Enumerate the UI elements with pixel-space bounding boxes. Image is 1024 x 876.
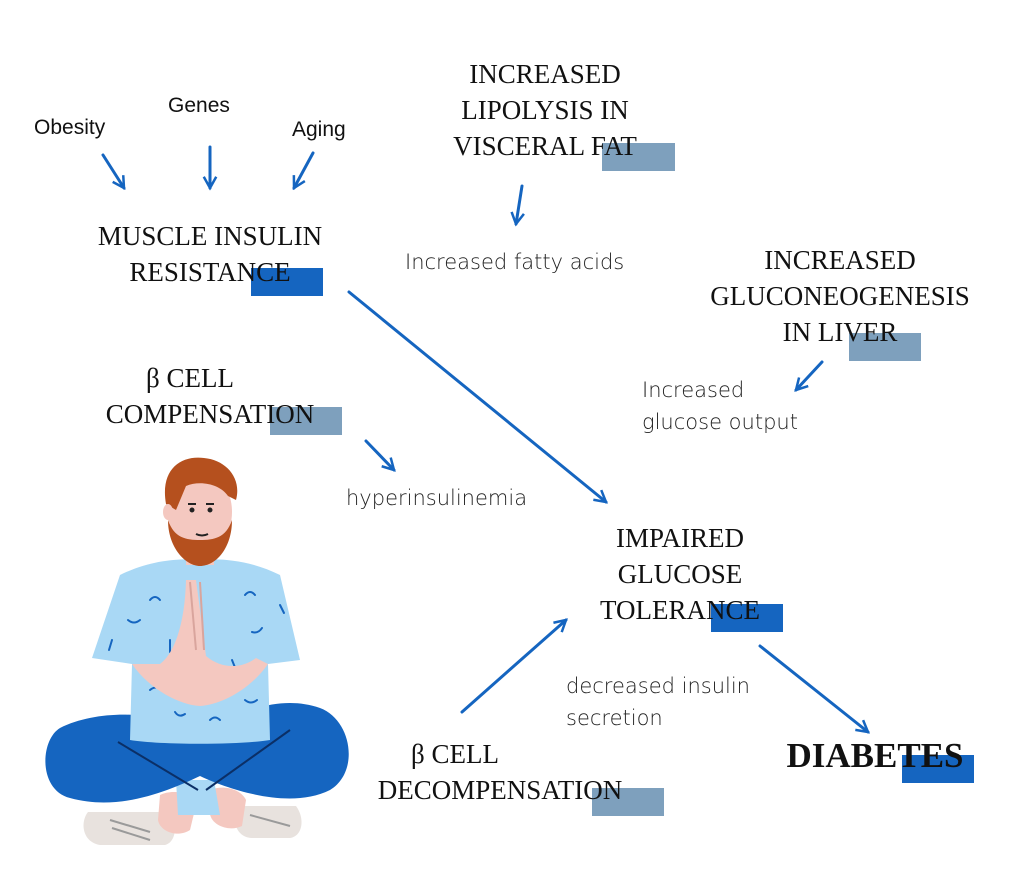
- beta-decomp-line-2: DECOMPENSATION: [377, 775, 623, 805]
- glucose-output-line-2: glucose output: [642, 410, 798, 434]
- highlight-gluconeogenesis: [849, 333, 921, 361]
- arrow-beta-comp: [364, 439, 394, 470]
- fatty-acids-note: Increased fatty acids: [405, 250, 625, 274]
- arrow-lipolysis: [516, 184, 522, 224]
- arrow-impaired-to-diabetes: [758, 644, 868, 732]
- obesity-label: Obesity: [34, 116, 106, 139]
- genes-label: Genes: [168, 94, 230, 117]
- highlight-diabetes: [902, 755, 974, 783]
- diabetes-label: DIABETES: [786, 736, 964, 775]
- beta-cell-compensation: β CELL COMPENSATION: [80, 360, 340, 432]
- lipolysis-line-1: INCREASED: [469, 59, 621, 89]
- beta-comp-line-2: COMPENSATION: [105, 399, 315, 429]
- highlight-muscle: [251, 268, 323, 296]
- impaired-line-1: IMPAIRED: [615, 523, 745, 553]
- aging-label: Aging: [292, 118, 346, 141]
- highlight-beta-decomp: [592, 788, 664, 816]
- glucose-output-note: Increased glucose output: [642, 374, 798, 438]
- highlight-lipolysis: [602, 143, 675, 171]
- arrow-gluconeogenesis: [796, 360, 824, 390]
- impaired-line-2: GLUCOSE: [617, 559, 743, 589]
- highlight-impaired: [711, 604, 783, 632]
- decreased-insulin-line-1: decreased insulin: [566, 674, 750, 698]
- impaired-glucose-tolerance: IMPAIRED GLUCOSE TOLERANCE: [560, 520, 800, 628]
- decreased-insulin-note: decreased insulin secretion: [566, 670, 750, 734]
- arrow-muscle-to-impaired: [347, 290, 606, 502]
- gluconeogenesis-line-1: INCREASED: [764, 245, 916, 275]
- beta-cell-decompensation: β CELL DECOMPENSATION: [340, 736, 660, 808]
- decreased-insulin-line-2: secretion: [566, 706, 663, 730]
- lipolysis-line-3: VISCERAL FAT: [453, 131, 637, 161]
- muscle-line-2: RESISTANCE: [129, 257, 291, 287]
- impaired-line-3: TOLERANCE: [600, 595, 760, 625]
- beta-comp-line-1: β CELL: [146, 363, 234, 393]
- gluconeogenesis-line-3: IN LIVER: [782, 317, 898, 347]
- lipolysis-line-2: LIPOLYSIS IN: [461, 95, 629, 125]
- gluconeogenesis-line-2: GLUCONEOGENESIS: [710, 281, 970, 311]
- arrow-decomp-to-impaired: [460, 620, 566, 714]
- muscle-line-1: MUSCLE INSULIN: [97, 221, 323, 251]
- arrow-aging: [292, 151, 315, 188]
- arrow-obesity: [101, 153, 126, 188]
- shoes: [83, 806, 302, 845]
- muscle-insulin-resistance: MUSCLE INSULIN RESISTANCE: [60, 218, 360, 290]
- hyperinsulinemia-note: hyperinsulinemia: [346, 486, 528, 510]
- highlight-beta-comp: [270, 407, 342, 435]
- glucose-output-line-1: Increased: [642, 378, 745, 402]
- increased-lipolysis: INCREASED LIPOLYSIS IN VISCERAL FAT: [420, 56, 670, 164]
- increased-gluconeogenesis: INCREASED GLUCONEOGENESIS IN LIVER: [680, 242, 1000, 350]
- beta-decomp-line-1: β CELL: [411, 739, 499, 769]
